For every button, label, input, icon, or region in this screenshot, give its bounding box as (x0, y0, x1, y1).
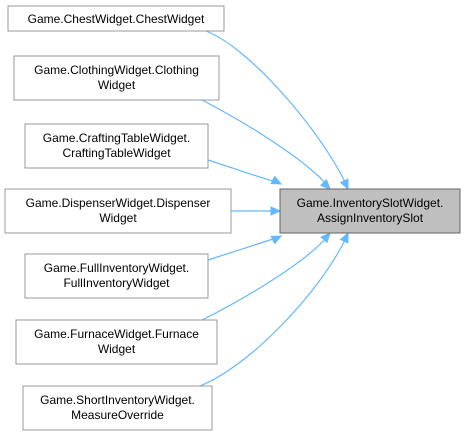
caller-node-label-line-1: Game.ShortInventoryWidget. (40, 393, 195, 407)
caller-node-furnace-widget[interactable]: Game.FurnaceWidget.Furnace Widget (15, 319, 218, 365)
caller-node-label-line-2: MeasureOverride (71, 408, 164, 422)
arrowhead-icon (320, 232, 331, 244)
caller-node-label-line-2: CraftingTableWidget (62, 146, 171, 160)
caller-node-full-inventory-widget[interactable]: Game.FullInventoryWidget. FullInventoryW… (24, 253, 209, 299)
caller-node-label-line-2: Widget (98, 78, 136, 92)
call-edge-2 (201, 99, 327, 185)
graph-nodes: Game.InventorySlotWidget. AssignInventor… (4, 5, 461, 431)
call-edge-1 (205, 30, 347, 185)
arrowhead-icon (270, 175, 283, 185)
call-edges (199, 30, 349, 387)
caller-node-label-line-2: Widget (99, 211, 137, 225)
target-node-label-line-1: Game.InventorySlotWidget. (297, 196, 444, 210)
caller-node-label-line-1: Game.ClothingWidget.Clothing (34, 63, 199, 77)
arrowhead-icon (319, 178, 331, 190)
caller-node-label-line-2: FullInventoryWidget (63, 276, 170, 290)
caller-node-label-line-1: Game.FullInventoryWidget. (44, 261, 189, 275)
caller-node-chest-widget[interactable]: Game.ChestWidget.ChestWidget (7, 5, 225, 32)
arrowhead-icon (339, 231, 349, 244)
caller-node-label-line-1: Game.DispenserWidget.Dispenser (26, 196, 211, 210)
call-edge-7 (199, 237, 347, 387)
arrowhead-icon (270, 206, 282, 216)
caller-node-short-inventory-widget[interactable]: Game.ShortInventoryWidget. MeasureOverri… (22, 385, 213, 431)
call-edge-6 (201, 237, 327, 321)
caller-node-label-line-2: Widget (98, 342, 136, 356)
caller-node-dispenser-widget[interactable]: Game.DispenserWidget.Dispenser Widget (4, 188, 232, 234)
caller-node-label-line-1: Game.FurnaceWidget.Furnace (34, 327, 199, 341)
call-edge-3 (207, 159, 277, 183)
arrowhead-icon (339, 178, 349, 191)
target-node-assign-inventory-slot[interactable]: Game.InventorySlotWidget. AssignInventor… (279, 188, 461, 234)
caller-node-clothing-widget[interactable]: Game.ClothingWidget.Clothing Widget (13, 55, 220, 101)
caller-node-label-line-1: Game.CraftingTableWidget. (43, 131, 190, 145)
caller-node-crafting-table-widget[interactable]: Game.CraftingTableWidget. CraftingTableW… (24, 123, 209, 169)
target-node-label-line-2: AssignInventorySlot (317, 211, 424, 225)
call-edge-5 (207, 237, 277, 261)
caller-node-label-line-1: Game.ChestWidget.ChestWidget (28, 12, 205, 26)
arrowhead-icon (270, 235, 283, 245)
